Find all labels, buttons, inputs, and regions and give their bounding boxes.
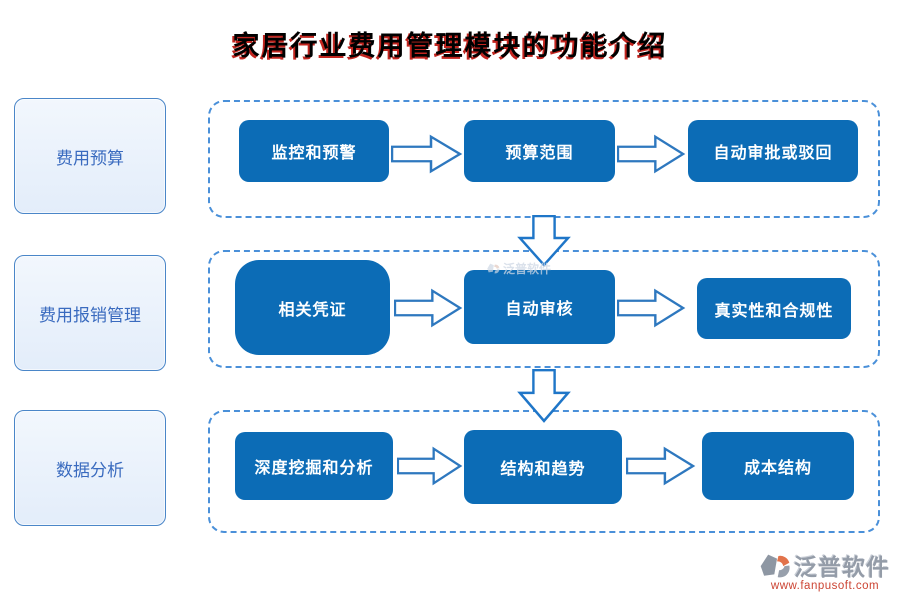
flow-step-label: 真实性和合规性 [714, 302, 834, 320]
brand-name: 泛普软件 [794, 555, 890, 580]
flow-step: 自动审核 [464, 270, 615, 344]
arrow-down-icon [517, 215, 571, 267]
flow-step: 真实性和合规性 [697, 278, 851, 339]
flow-group-reimbursement: 相关凭证 自动审核 真实性和合规性 [208, 250, 880, 368]
fanpu-logo-icon [760, 552, 790, 579]
flow-step: 深度挖掘和分析 [235, 432, 393, 500]
arrow-down-icon [517, 369, 571, 423]
category-label: 数据分析 [56, 460, 124, 480]
arrow-right-icon [397, 446, 463, 486]
flow-step-label: 预算范围 [505, 145, 574, 162]
flow-step-label: 自动审批或驳回 [713, 145, 833, 162]
flow-step: 监控和预警 [239, 120, 389, 182]
flow-step-label: 结构和趋势 [500, 461, 586, 478]
flow-step-label: 自动审核 [505, 301, 574, 318]
flow-step: 自动审批或驳回 [688, 120, 858, 182]
category-label: 费用预算 [56, 148, 124, 168]
arrow-right-icon [394, 288, 463, 328]
flow-step: 结构和趋势 [464, 430, 622, 504]
page-title: 家居行业费用管理模块的功能介绍 [232, 31, 668, 61]
category-label: 费用报销管理 [39, 305, 141, 325]
category-box-reimbursement: 费用报销管理 [14, 255, 166, 371]
flow-group-analysis: 深度挖掘和分析 结构和趋势 成本结构 [208, 410, 880, 533]
brand-url: www.fanpusoft.com [770, 580, 880, 592]
category-box-analysis: 数据分析 [14, 410, 166, 526]
flow-step-label: 相关凭证 [278, 301, 347, 319]
arrow-right-icon [617, 288, 686, 328]
arrow-right-icon [391, 134, 463, 174]
flow-step-label: 深度挖掘和分析 [254, 460, 374, 477]
flow-step-label: 监控和预警 [271, 145, 357, 162]
flow-group-budget: 监控和预警 预算范围 自动审批或驳回 [208, 100, 880, 218]
flow-step: 成本结构 [702, 432, 854, 500]
flow-step-label: 成本结构 [743, 460, 812, 477]
flow-step: 相关凭证 [235, 260, 390, 355]
footer-brand-block: 泛普软件 www.fanpusoft.com [760, 548, 890, 592]
category-box-budget: 费用预算 [14, 98, 166, 214]
arrow-right-icon [617, 134, 686, 174]
arrow-right-icon [626, 446, 696, 486]
flow-step: 预算范围 [464, 120, 615, 182]
